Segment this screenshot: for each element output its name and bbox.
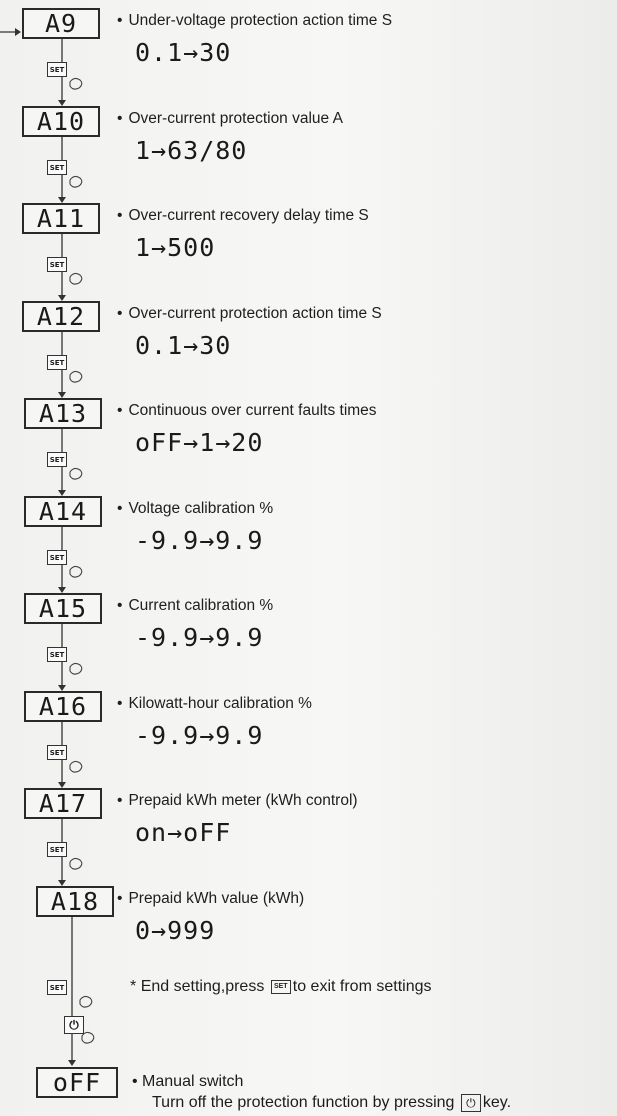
arrow-down-icon bbox=[58, 490, 66, 496]
inline-power-key-icon: ⏻ bbox=[460, 1094, 481, 1112]
param-description: • Kilowatt-hour calibration % bbox=[117, 695, 312, 713]
arrow-down-icon bbox=[58, 782, 66, 788]
param-range: 1→63/80 bbox=[135, 136, 248, 165]
param-code-box: A14 bbox=[24, 496, 102, 527]
finger-press-icon bbox=[79, 995, 93, 1008]
arrow-down-icon bbox=[58, 295, 66, 301]
param-description: • Current calibration % bbox=[117, 597, 273, 615]
bullet: • bbox=[117, 500, 123, 517]
param-range: -9.9→9.9 bbox=[135, 526, 264, 555]
param-code-box: A15 bbox=[24, 593, 102, 624]
manual-switch-title-text: Manual switch bbox=[142, 1073, 244, 1090]
arrow-down-icon bbox=[58, 197, 66, 203]
param-range: on→oFF bbox=[135, 818, 232, 847]
param-code-box: A10 bbox=[22, 106, 100, 137]
param-description: • Over-current protection action time S bbox=[117, 305, 382, 323]
inline-set-key-icon: SET bbox=[270, 979, 291, 994]
finger-press-icon bbox=[69, 760, 83, 773]
param-range: -9.9→9.9 bbox=[135, 623, 264, 652]
bullet: • bbox=[117, 890, 123, 907]
manual-switch-desc: Turn off the protection function by pres… bbox=[152, 1094, 511, 1112]
param-range: 0→999 bbox=[135, 916, 216, 945]
param-code-box: A13 bbox=[24, 398, 102, 429]
param-description-text: Continuous over current faults times bbox=[128, 402, 377, 419]
set-key-icon: SET bbox=[47, 647, 67, 662]
bullet: • bbox=[117, 12, 123, 29]
set-key-icon: SET bbox=[47, 980, 67, 995]
param-description: • Over-current recovery delay time S bbox=[117, 207, 369, 225]
manual-switch-title: • Manual switch bbox=[132, 1073, 244, 1090]
param-description: • Under-voltage protection action time S bbox=[117, 12, 392, 30]
arrow-down-icon bbox=[58, 392, 66, 398]
arrow-down-icon bbox=[68, 1060, 76, 1066]
param-description-text: Under-voltage protection action time S bbox=[128, 12, 393, 29]
param-description: • Prepaid kWh meter (kWh control) bbox=[117, 792, 358, 810]
bullet: • bbox=[117, 597, 123, 614]
param-description: • Continuous over current faults times bbox=[117, 402, 377, 420]
power-key-icon: ⏻ bbox=[64, 1016, 84, 1034]
finger-press-icon bbox=[69, 662, 83, 675]
param-description-text: Over-current recovery delay time S bbox=[128, 207, 369, 224]
set-key-icon: SET bbox=[47, 160, 67, 175]
finger-press-icon bbox=[69, 77, 83, 90]
bullet: • bbox=[117, 792, 123, 809]
arrow-down-icon bbox=[58, 880, 66, 886]
bullet: • bbox=[117, 305, 123, 322]
param-description-text: Over-current protection value A bbox=[128, 110, 343, 127]
set-key-icon: SET bbox=[47, 745, 67, 760]
asterisk: * bbox=[130, 978, 137, 995]
bullet: • bbox=[117, 695, 123, 712]
finger-press-icon bbox=[69, 857, 83, 870]
set-key-icon: SET bbox=[47, 452, 67, 467]
finger-press-icon bbox=[69, 175, 83, 188]
finger-press-icon bbox=[81, 1031, 95, 1044]
off-code-box: oFF bbox=[36, 1067, 118, 1098]
param-code-box: A12 bbox=[22, 301, 100, 332]
bullet: • bbox=[117, 110, 123, 127]
arrow-down-icon bbox=[15, 28, 21, 36]
finger-press-icon bbox=[69, 272, 83, 285]
param-description-text: Prepaid kWh value (kWh) bbox=[128, 890, 305, 907]
param-description: • Prepaid kWh value (kWh) bbox=[117, 890, 304, 908]
param-description-text: Current calibration % bbox=[128, 597, 274, 614]
param-description-text: Over-current protection action time S bbox=[128, 305, 382, 322]
finger-press-icon bbox=[69, 565, 83, 578]
param-description-text: Kilowatt-hour calibration % bbox=[128, 695, 312, 712]
param-code-box: A18 bbox=[36, 886, 114, 917]
set-key-icon: SET bbox=[47, 355, 67, 370]
set-key-icon: SET bbox=[47, 62, 67, 77]
manual-desc-suffix: key. bbox=[482, 1094, 512, 1112]
param-description: • Over-current protection value A bbox=[117, 110, 343, 128]
param-code-box: A16 bbox=[24, 691, 102, 722]
param-code-box: A9 bbox=[22, 8, 100, 39]
set-key-icon: SET bbox=[47, 257, 67, 272]
end-note-suffix: to exit from settings bbox=[292, 978, 432, 995]
finger-press-icon bbox=[69, 467, 83, 480]
arrow-down-icon bbox=[58, 587, 66, 593]
manual-desc-prefix: Turn off the protection function by bbox=[152, 1094, 390, 1112]
param-code-box: A11 bbox=[22, 203, 100, 234]
set-key-icon: SET bbox=[47, 550, 67, 565]
param-range: oFF→1→20 bbox=[135, 428, 264, 457]
param-range: 1→500 bbox=[135, 233, 216, 262]
set-key-icon: SET bbox=[47, 842, 67, 857]
param-range: -9.9→9.9 bbox=[135, 721, 264, 750]
finger-press-icon bbox=[69, 370, 83, 383]
param-range: 0.1→30 bbox=[135, 331, 232, 360]
bullet: • bbox=[117, 402, 123, 419]
param-description: • Voltage calibration % bbox=[117, 500, 273, 518]
arrow-down-icon bbox=[58, 685, 66, 691]
end-note-prefix: End setting,press bbox=[140, 978, 265, 995]
param-range: 0.1→30 bbox=[135, 38, 232, 67]
param-code-box: A17 bbox=[24, 788, 102, 819]
manual-desc-middle: pressing bbox=[393, 1094, 455, 1112]
param-description-text: Voltage calibration % bbox=[128, 500, 274, 517]
arrow-down-icon bbox=[58, 100, 66, 106]
bullet: • bbox=[117, 207, 123, 224]
param-description-text: Prepaid kWh meter (kWh control) bbox=[128, 792, 358, 809]
